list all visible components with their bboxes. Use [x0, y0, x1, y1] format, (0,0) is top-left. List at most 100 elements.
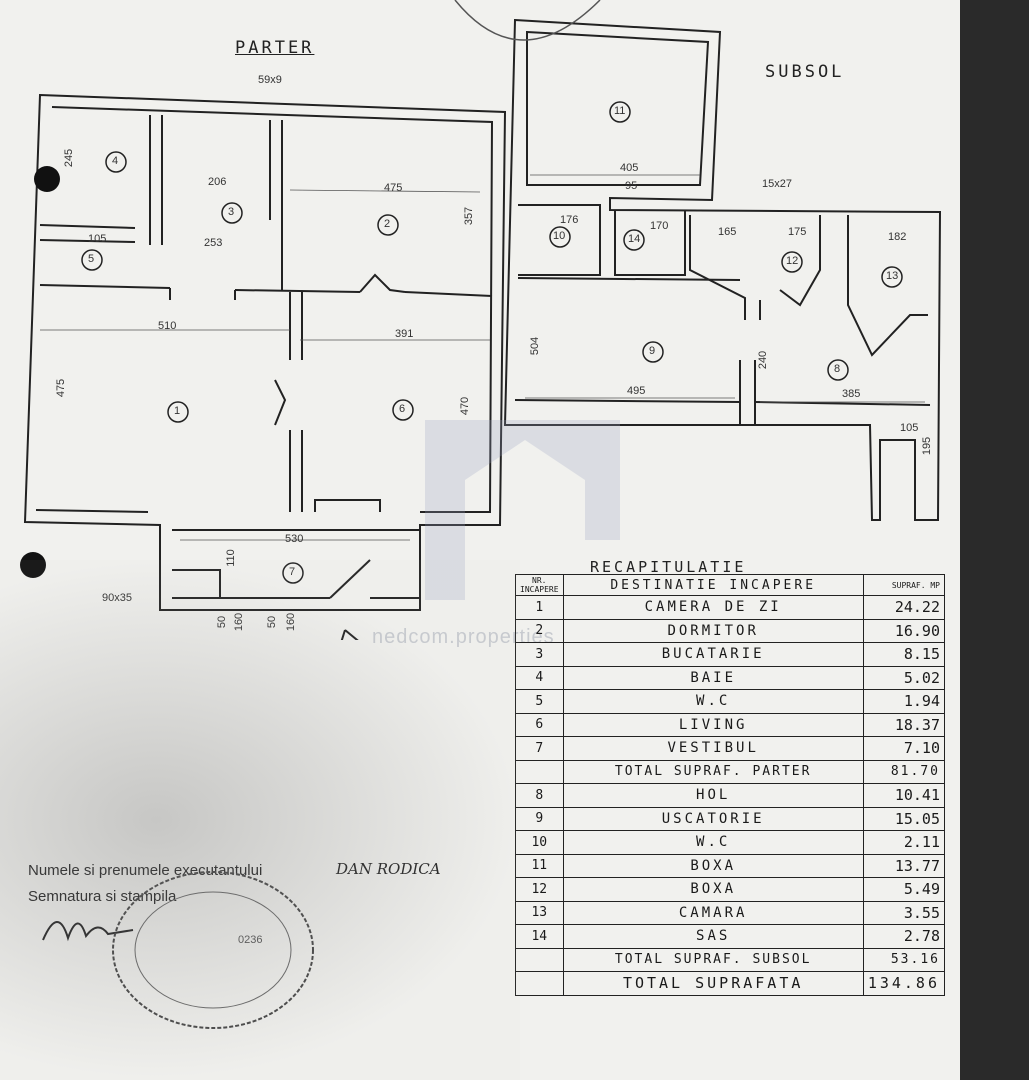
dim-label: 195	[921, 436, 934, 456]
signature-block: Numele si prenumele executantului DAN RO…	[28, 860, 468, 1040]
dim-label: 385	[842, 388, 861, 400]
dim-label: 165	[718, 226, 737, 238]
row-nr: 9	[515, 806, 564, 831]
row-dest: BAIE	[562, 665, 864, 690]
recap-title: RECAPITULATIE	[590, 558, 747, 576]
binder-hole	[20, 552, 46, 578]
row-nr: 3	[515, 642, 564, 667]
row-dest: HOL	[562, 783, 864, 808]
dim-label: 240	[757, 350, 770, 370]
row-dest: CAMARA	[562, 900, 864, 925]
dim-label: 160	[233, 612, 246, 632]
row-area: 10.41	[862, 783, 946, 808]
row-dest: CAMERA DE ZI	[562, 595, 864, 620]
dim-label: 95	[625, 180, 638, 192]
binder-hole	[34, 166, 60, 192]
dim-label: 391	[395, 328, 414, 340]
row-nr: 14	[515, 924, 564, 949]
room-number-12: 12	[786, 255, 799, 267]
total-parter-area: 81.70	[862, 759, 946, 784]
dim-label: 182	[888, 231, 907, 243]
dim-label: 175	[788, 226, 807, 238]
dim-label: 530	[285, 533, 304, 545]
table-header-row: NR. INCAPERE DESTINATIE INCAPERE SUPRAF.…	[515, 574, 946, 596]
row-area: 1.94	[862, 689, 946, 714]
handwritten-signature	[42, 921, 134, 942]
room-number-8: 8	[834, 363, 841, 375]
row-area: 2.78	[862, 924, 946, 949]
executant-name-label: Numele si prenumele executantului	[28, 862, 263, 879]
dim-label: 475	[55, 378, 68, 398]
row-dest: SAS	[562, 924, 864, 949]
dim-label: 357	[463, 206, 476, 226]
room-number-4: 4	[112, 155, 119, 167]
total-subsol-area: 53.16	[862, 947, 946, 972]
row-area: 5.02	[862, 665, 946, 690]
parter-label: PARTER	[235, 38, 315, 58]
room-number-5: 5	[88, 253, 95, 265]
executant-name-value: DAN RODICA	[336, 860, 441, 878]
recap-table: NR. INCAPERE DESTINATIE INCAPERE SUPRAF.…	[515, 574, 946, 996]
dim-label: 475	[384, 182, 403, 194]
row-area: 24.22	[862, 595, 946, 620]
room-number-11: 11	[614, 105, 626, 117]
header-area: SUPRAF. MP	[862, 574, 946, 596]
room-number-14: 14	[628, 233, 641, 245]
row-nr: 7	[515, 736, 564, 761]
dim-label: 470	[459, 396, 472, 416]
document-sheet: 1 2 3 4 5 6 7 8 9 10 11 12 13 14 PARTER …	[0, 0, 960, 1080]
total-label: TOTAL SUPRAFATA	[562, 971, 864, 996]
room-number-1: 1	[174, 405, 181, 417]
header-dest: DESTINATIE INCAPERE	[562, 574, 864, 596]
watermark-logo	[425, 420, 620, 600]
row-nr: 4	[515, 665, 564, 690]
row-nr: 11	[515, 853, 564, 878]
row-nr: 10	[515, 830, 564, 855]
row-dest: W.C	[562, 830, 864, 855]
row-area: 18.37	[862, 712, 946, 737]
room-number-9: 9	[649, 345, 656, 357]
room-number-7: 7	[289, 566, 296, 578]
row-nr: 2	[515, 618, 564, 643]
row-area: 5.49	[862, 877, 946, 902]
row-dest: DORMITOR	[562, 618, 864, 643]
row-nr: 8	[515, 783, 564, 808]
dim-label: 105	[88, 233, 107, 245]
row-nr: 6	[515, 712, 564, 737]
row-dest: LIVING	[562, 712, 864, 737]
dim-label: 50	[266, 615, 279, 629]
row-nr: 5	[515, 689, 564, 714]
dim-label: 59x9	[258, 74, 282, 86]
dim-label: 90x35	[102, 592, 132, 604]
row-area: 13.77	[862, 853, 946, 878]
dim-label: 105	[900, 422, 919, 434]
watermark-text: nedcom.properties	[372, 626, 555, 648]
room-number-2: 2	[384, 218, 391, 230]
row-nr: 1	[515, 595, 564, 620]
dim-label: 15x27	[762, 178, 792, 190]
row-area: 16.90	[862, 618, 946, 643]
row-dest: VESTIBUL	[562, 736, 864, 761]
stamp-number: 0236	[238, 934, 263, 946]
header-nr: NR. INCAPERE	[515, 574, 564, 596]
row-area: 3.55	[862, 900, 946, 925]
row-dest: BOXA	[562, 853, 864, 878]
row-nr: 12	[515, 877, 564, 902]
row-area: 7.10	[862, 736, 946, 761]
